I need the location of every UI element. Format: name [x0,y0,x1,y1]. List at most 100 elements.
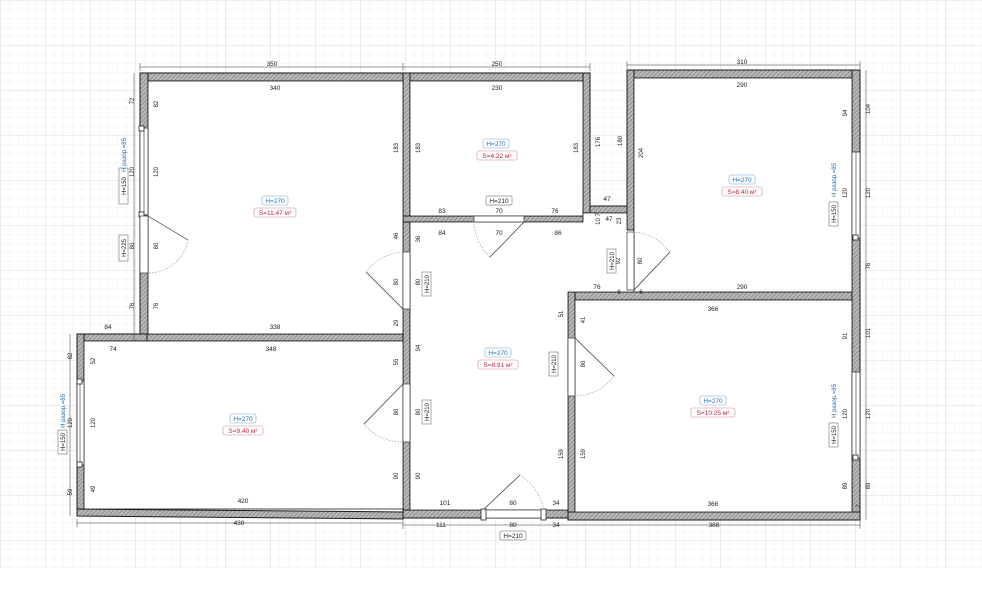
wall-top-left [139,72,591,82]
door-room-b [473,215,525,258]
dim-v23: 23 [617,217,623,224]
label-h150-d: H=150 [61,432,67,451]
room-f-floor [574,299,853,513]
dim-v76b: 76 [154,302,160,309]
entrance-height: H=210 [503,533,523,540]
wall-notch [589,205,628,214]
label-razor-b: H разор.=85 [832,162,838,196]
dim-v120f: 120 [843,408,849,419]
dim-v183c: 183 [574,142,580,153]
dim-v80g: 80 [416,408,422,415]
door-room-f [567,337,615,397]
doors [139,215,671,521]
room-b-area: S=4.22 м² [482,153,512,160]
dim-v92: 92 [616,257,622,264]
label-razor-d: H разор.=85 [61,393,67,427]
label-h210-d: H=210 [552,354,558,373]
dim-v2: 2 [856,504,862,508]
room-fills [83,77,853,513]
dim-47a: 47 [603,196,611,203]
dim-47b: 47 [605,216,613,223]
dim-420: 420 [238,498,249,505]
dim-v183b: 183 [416,142,422,153]
horizontal-dimensions: 350 250 310 340 230 290 83 70 76 84 70 8… [104,59,748,541]
dim-101: 101 [440,500,451,507]
label-h150-c: H=150 [832,425,838,444]
dim-v90a: 90 [394,472,400,479]
dim-v82b: 82 [68,352,74,359]
dim-83: 83 [438,208,446,215]
dim-6a: 6 [617,289,621,296]
dim-v183a: 183 [394,142,400,153]
vertical-dimensions: 72 82 120 120 80 80 76 76 183 183 183 17… [68,97,872,508]
room-c-height: H=270 [732,177,752,184]
room-e-area: S=9.40 м² [228,428,258,435]
window-room-e [76,380,85,466]
dim-v90b: 90 [416,472,422,479]
room-label-a: H=270 S=11.47 м² [253,195,297,218]
dim-v29: 29 [394,319,400,326]
dim-v91: 91 [843,332,849,339]
wall-right-b [582,72,591,214]
wall-bottom-f [567,511,861,521]
room-d-height: H=270 [488,350,508,357]
room-d-area: S=8.91 м² [483,362,513,369]
dim-v72: 72 [130,97,136,104]
wall-top-e-left [76,333,148,342]
dim-290b: 290 [737,284,748,291]
dim-v80a: 80 [130,242,136,249]
dim-inner-340: 340 [270,85,281,92]
dim-348: 348 [266,346,277,353]
dim-338: 338 [270,324,281,331]
dim-v80c: 80 [394,278,400,285]
dim-v94b: 94 [843,109,849,116]
dim-6b: 6 [639,289,643,296]
dim-v76a: 76 [130,302,136,309]
dim-v80e: 80 [394,408,400,415]
dim-v120g: 120 [68,417,74,428]
label-h150-b: H=150 [832,204,838,223]
label-razor-a: H разор.=85 [122,137,128,171]
dim-84b: 84 [104,324,112,331]
label-h210-c: H=210 [610,251,616,270]
dim-v41: 41 [581,316,587,323]
dim-84: 84 [438,230,446,237]
door-room-e [363,383,411,443]
dim-top-350: 350 [267,61,278,68]
room-b-floor [409,80,584,217]
dim-v51: 51 [559,310,565,317]
dim-v120e: 120 [866,408,872,419]
room-label-f: H=270 S=10.25 м² [690,395,736,418]
dim-v55: 55 [394,358,400,365]
door-b-height-box [485,195,513,206]
door-entrance [480,474,547,521]
dim-v204: 204 [639,147,645,158]
wall-mid-a-b [402,72,411,222]
dim-v36: 36 [416,235,422,242]
room-f-area: S=10.25 м² [697,410,731,417]
dim-v120h: 120 [91,417,97,428]
dim-v89b: 89 [843,482,849,489]
room-f-height: H=270 [703,398,723,405]
dim-v176: 176 [596,136,602,147]
room-label-c: H=270 S=8.40 м² [721,174,763,197]
label-h210-b: H=210 [425,402,431,421]
label-h210-a: H=210 [425,274,431,293]
label-razor-c: H разор.=85 [832,383,838,417]
door-room-a-corridor [365,251,411,310]
dim-v80f: 80 [638,257,644,264]
dim-366b: 366 [708,501,719,508]
dim-86: 86 [554,230,562,237]
dim-inner-290: 290 [737,82,748,89]
room-c-floor [633,77,853,293]
dim-366a: 366 [708,306,719,313]
dim-v120b: 120 [154,166,160,177]
dim-top-310: 310 [737,59,748,66]
room-a-area: S=11.47 м² [259,210,292,217]
dim-430: 430 [234,520,245,527]
room-e-height: H=270 [233,416,253,423]
vertical-boxed-labels: H=150 H разор.=85 H=225 H=210 H=210 H=21… [57,137,839,455]
room-labels: H=270 S=11.47 м² H=270 S=4.22 м² H=270 S… [222,138,763,436]
wall-bottom-a [139,333,411,342]
